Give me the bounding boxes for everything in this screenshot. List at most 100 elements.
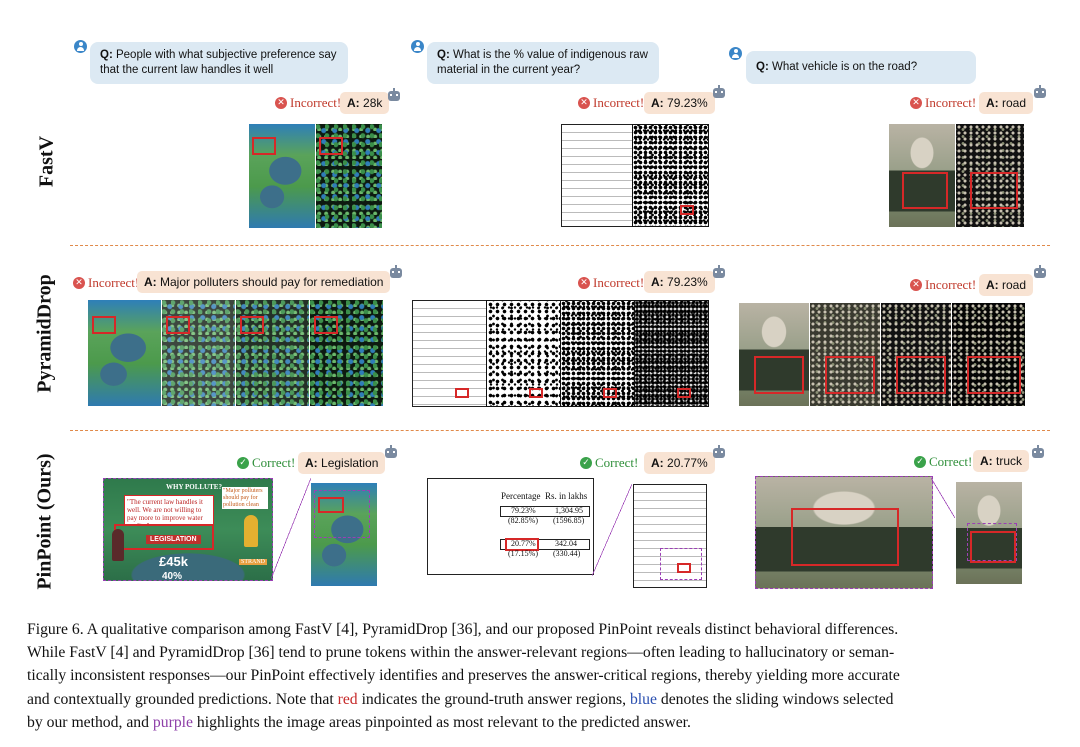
ground-truth-box [791,508,899,566]
verdict-incorrect: ✕Incorrect! [578,95,644,111]
ground-truth-box [314,316,338,334]
fastv-image-1-original [249,124,315,228]
table-cell: 20.77% [511,539,536,548]
answer-chip: A: 79.23% [644,271,715,293]
fastv-image-1-pruned [316,124,382,228]
ground-truth-box [252,137,276,155]
question-prefix: Q: [437,49,450,61]
zoom-strand: STRAND [239,559,268,565]
pyramiddrop-image-3-stage1 [810,303,880,406]
pinpoint-zoom-1: WHY POLLUTE? "The current law handles it… [103,478,273,581]
table-cell: (82.85%) [508,516,538,525]
caption-line: and contextually grounded predictions. N… [27,690,894,708]
pinpoint-region-box [314,490,370,538]
verdict-incorrect: ✕Incorrect! [275,95,341,111]
row-divider [70,245,1050,246]
question-text: People with what subjective preference s… [100,49,337,76]
verdict-incorrect: ✕Incorrect! [910,277,976,293]
ground-truth-box [896,356,946,394]
check-icon: ✓ [580,457,592,469]
table-cell: (330.44) [553,549,581,558]
zoom-connector [271,478,311,579]
check-icon: ✓ [237,457,249,469]
check-icon: ✓ [914,456,926,468]
question-3: Q: What vehicle is on the road? [746,51,976,84]
question-text: What is the % value of indigenous raw ma… [437,49,648,76]
bot-icon [1034,85,1046,98]
cross-icon: ✕ [578,97,590,109]
ground-truth-box [825,356,875,394]
caption-line: tically inconsistent responses—our PinPo… [27,667,900,685]
zoom-quote-card: "The current law handles it well. We are… [124,495,214,525]
verdict-correct: ✓Correct! [237,455,295,471]
ground-truth-box [603,388,617,398]
pinpoint-zoom-2: Percentage Rs. in lakhs 79.23% 1,304.95 … [427,478,594,575]
pyramiddrop-image-3-stage3 [952,303,1025,406]
user-icon [411,40,424,53]
cross-icon: ✕ [910,279,922,291]
ground-truth-box [455,388,469,398]
row-label-pinpoint: PinPoint (Ours) [33,453,56,590]
ground-truth-box [318,497,344,513]
table-cell: 79.23% [511,506,536,515]
pyramiddrop-image-3-original [739,303,809,406]
bot-icon [713,445,725,458]
bot-icon [388,88,400,101]
figure-caption: Figure 6. A qualitative comparison among… [27,618,1057,734]
table-frame [500,506,590,517]
pinpoint-image-2 [633,484,707,588]
verdict-incorrect: ✕Incorrect! [578,275,644,291]
answer-chip: A: Legislation [298,452,386,474]
ground-truth-box [902,172,948,209]
answer-chip: A: 28k [340,92,390,114]
user-icon [74,40,87,53]
ground-truth-box [970,172,1018,209]
table-cell: 342.04 [555,539,577,548]
row-label-fastv: FastV [35,135,58,188]
bot-icon [385,445,397,458]
table-header: Rs. in lakhs [545,491,588,501]
bot-icon [1032,445,1044,458]
caption-purple-word: purple [152,713,193,731]
question-prefix: Q: [756,61,769,73]
zoom-heading: WHY POLLUTE? [166,483,222,491]
question-2: Q: What is the % value of indigenous raw… [427,42,659,84]
pinpoint-zoom-3 [755,476,933,589]
ground-truth-box [754,356,804,394]
table-header: Percentage [501,491,541,501]
person-figure [244,515,258,547]
bot-icon [390,265,402,278]
pyramiddrop-image-2-stage3 [634,300,709,407]
fastv-image-3-original [889,124,955,227]
cross-icon: ✕ [73,277,85,289]
ground-truth-box [677,388,691,398]
caption-line: Figure 6. A qualitative comparison among… [27,621,899,638]
cross-icon: ✕ [275,97,287,109]
verdict-correct: ✓Correct! [580,455,638,471]
question-1: Q: People with what subjective preferenc… [90,42,348,84]
zoom-money: £45k [159,554,188,569]
row-label-pyramiddrop: PyramidDrop [33,274,56,393]
pyramiddrop-image-3-stage2 [881,303,951,406]
zoom-percent: 40% [162,571,183,581]
zoom-connector [931,478,955,518]
person-figure [112,529,124,561]
verdict-incorrect: ✕Incorrect! [910,95,976,111]
table-frame [500,539,590,550]
caption-blue-word: blue [629,690,657,708]
table-cell: (1596.85) [553,516,585,525]
ground-truth-box [970,531,1016,563]
question-text: What vehicle is on the road? [771,61,918,73]
ground-truth-box [166,316,190,334]
pinpoint-region-box [660,548,702,580]
fastv-image-2-original [561,124,633,227]
zoom-legislation-label: LEGISLATION [146,535,201,544]
pinpoint-image-1 [311,483,377,586]
ground-truth-box [529,388,543,398]
pinpoint-region-box [967,523,1017,561]
cross-icon: ✕ [910,97,922,109]
cross-icon: ✕ [578,277,590,289]
fastv-image-3-pruned [956,124,1024,227]
ground-truth-box [319,137,343,155]
ground-truth-box [505,538,539,551]
